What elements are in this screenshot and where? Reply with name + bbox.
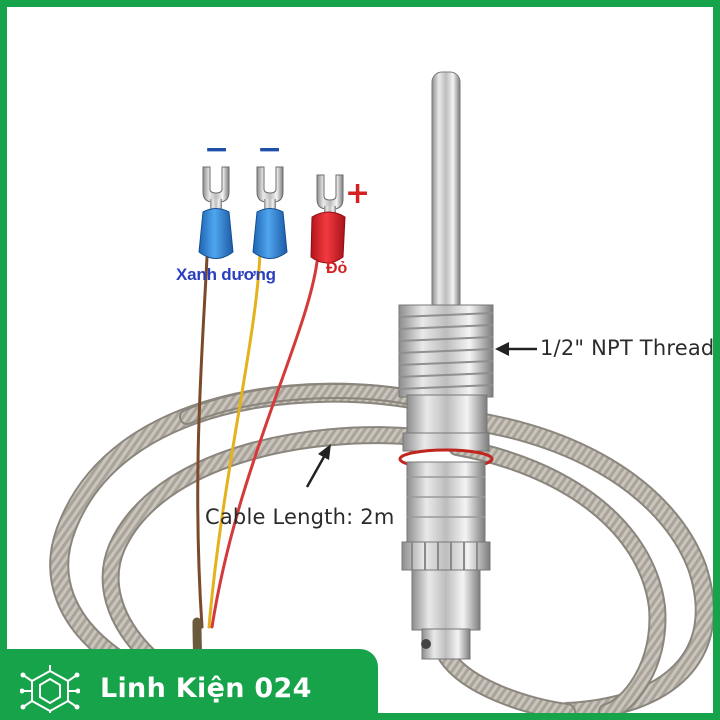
negative-sign-right: − (257, 132, 283, 167)
thermocouple-photo (49, 71, 713, 713)
thread-arrow (495, 342, 537, 356)
cable-length-arrow (305, 444, 331, 488)
braided-cable (49, 382, 713, 713)
terminal-middle-blue (252, 166, 288, 259)
brand-name: Linh Kiện 024 (100, 673, 312, 704)
lead-wires (192, 250, 319, 713)
positive-sign: + (345, 176, 371, 211)
thread-callout: 1/2" NPT Thread (540, 336, 715, 360)
brand-banner: Linh Kiện 024 (7, 649, 378, 713)
cable-length-callout: Cable Length: 2m (205, 505, 395, 529)
circuit-chip-icon (20, 665, 80, 713)
blue-wire-label: Xanh dương (176, 265, 276, 284)
red-wire-label: Đỏ (326, 260, 348, 277)
terminal-right-red (310, 174, 346, 264)
negative-sign-left: − (204, 132, 230, 167)
probe-assembly (398, 71, 494, 660)
terminal-left-blue (198, 166, 234, 259)
